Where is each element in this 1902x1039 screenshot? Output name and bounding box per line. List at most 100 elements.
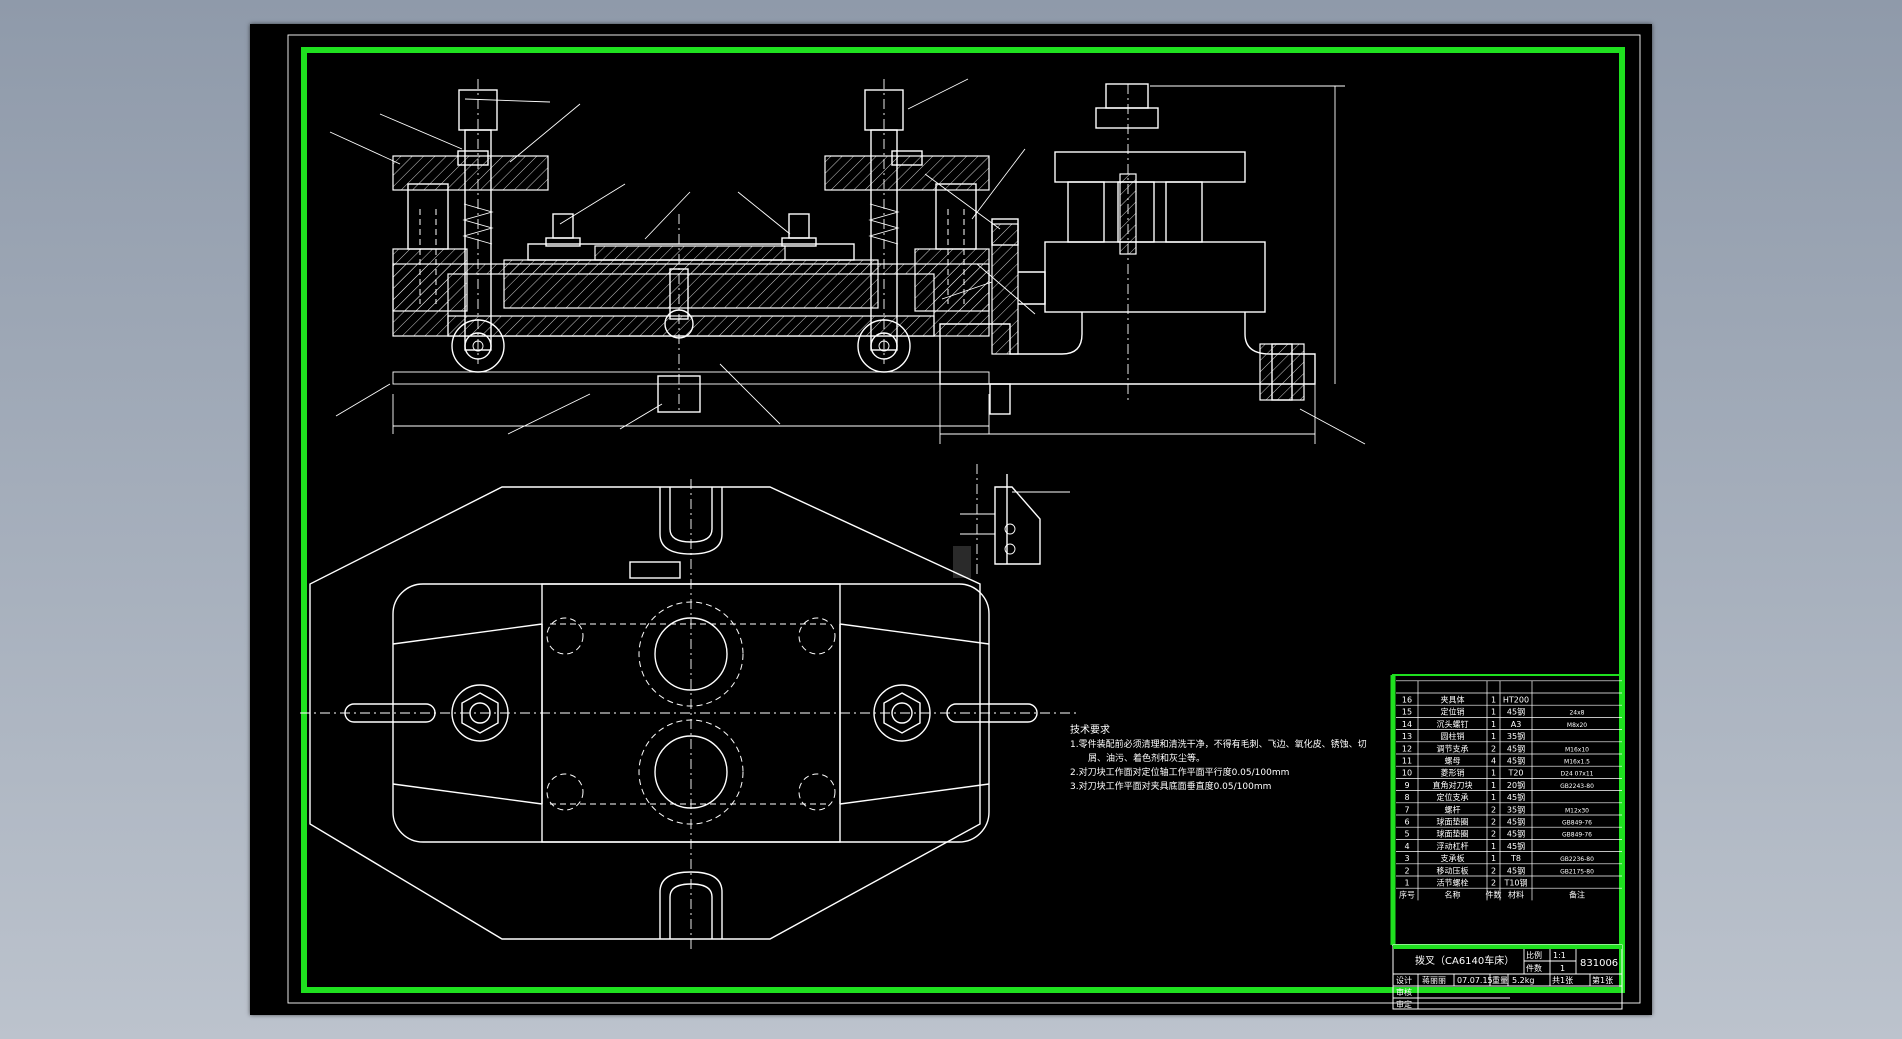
bom-cell-name: 移动压板	[1437, 865, 1469, 875]
sheet-total: 共1张	[1552, 976, 1573, 985]
design-label: 设计	[1396, 975, 1412, 985]
bom-cell-qty: 2	[1491, 866, 1496, 875]
weight-label: 重量	[1492, 975, 1508, 985]
bom-cell-qty: 2	[1491, 805, 1496, 814]
bom-cell-note: M12x30	[1565, 807, 1589, 814]
date: 07.07.15	[1457, 976, 1493, 985]
detail-view	[953, 464, 1070, 578]
approve-label: 审定	[1396, 999, 1412, 1009]
bom-cell-note: GB849-76	[1562, 832, 1592, 839]
bom-cell-name: 圆柱销	[1441, 731, 1465, 741]
bom-cell-name: 菱形销	[1441, 768, 1465, 778]
bom-cell-no: 5	[1404, 830, 1409, 839]
bom-cell-qty: 4	[1491, 757, 1496, 766]
bom-cell-mat: 45钢	[1507, 817, 1525, 827]
sheet-index: 第1张	[1592, 975, 1613, 985]
bom-cell-no: 1	[1404, 879, 1409, 888]
bom-cell-note: D24 07x11	[1561, 771, 1594, 778]
bom-cell-qty: 2	[1491, 818, 1496, 827]
scale-label: 比例	[1526, 950, 1542, 960]
tech-req-line-1: 1.零件装配前必须清理和清洗干净，不得有毛刺、飞边、氧化皮、锈蚀、切	[1070, 738, 1367, 750]
tech-req-title: 技术要求	[1070, 723, 1110, 736]
front-section-view	[329, 78, 1036, 435]
drawing-frame	[301, 47, 1625, 993]
bom-cell-qty: 1	[1491, 732, 1496, 741]
bom-cell-name: 定位销	[1441, 707, 1465, 717]
bom-cell-note: GB849-76	[1562, 820, 1592, 827]
bom-cell-name: 直角对刀块	[1433, 780, 1473, 790]
bom-cell-name: 螺杆	[1445, 804, 1461, 814]
bom-cell-qty: 1	[1491, 696, 1496, 705]
bom-header-no: 序号	[1399, 890, 1415, 900]
title-block: 拨叉（CA6140车床） 比例 1:1 件数 1 831006 设计 蒋丽丽 0…	[1392, 944, 1623, 1010]
bom-cell-no: 15	[1402, 708, 1412, 717]
bom-cell-name: 沉头螺钉	[1437, 719, 1469, 729]
bom-cell-mat: 20钢	[1507, 780, 1525, 790]
tech-req-line-4: 3.对刀块工作平面对夹具底面垂直度0.05/100mm	[1070, 780, 1271, 792]
bom-cell-note: GB2175-80	[1560, 868, 1594, 875]
bom-cell-no: 9	[1404, 781, 1409, 790]
bom-cell-mat: T8	[1510, 854, 1521, 863]
bom-cell-name: 定位支承	[1437, 792, 1469, 802]
bom-header-name: 名称	[1445, 890, 1461, 900]
bom-cell-note: GB2243-80	[1560, 783, 1594, 790]
bom-cell-mat: T10钢	[1503, 878, 1527, 888]
bom-cell-no: 14	[1402, 720, 1412, 729]
bom-cell-name: 球面垫圈	[1437, 817, 1469, 827]
side-view	[924, 83, 1366, 445]
bom-cell-no: 7	[1404, 805, 1409, 814]
top-view	[300, 479, 1080, 949]
scale-value: 1:1	[1553, 951, 1566, 960]
drawing-number: 831006	[1580, 958, 1618, 969]
cad-drawing-sheet[interactable]: 技术要求 1.零件装配前必须清理和清洗干净，不得有毛刺、飞边、氧化皮、锈蚀、切 …	[250, 24, 1652, 1015]
bom-cell-no: 12	[1402, 744, 1412, 753]
bom-cell-no: 11	[1402, 757, 1412, 766]
bom-cell-note: M16x10	[1565, 746, 1589, 753]
bom-cell-mat: 45钢	[1507, 743, 1525, 753]
bom-cell-mat: 45钢	[1507, 792, 1525, 802]
bom-cell-name: 支承板	[1441, 853, 1465, 863]
count-value: 1	[1560, 964, 1565, 973]
bom-cell-no: 10	[1402, 769, 1412, 778]
bom-cell-no: 6	[1404, 818, 1409, 827]
bom-cell-note: M8x20	[1567, 722, 1587, 729]
bom-cell-no: 4	[1404, 842, 1409, 851]
bom-cell-mat: 45钢	[1507, 707, 1525, 717]
bom-cell-mat: 45钢	[1507, 865, 1525, 875]
cad-drawing: 技术要求 1.零件装配前必须清理和清洗干净，不得有毛刺、飞边、氧化皮、锈蚀、切 …	[287, 34, 1641, 1010]
bom-cell-mat: T20	[1507, 769, 1523, 778]
bom-cell-name: 浮动杠杆	[1437, 841, 1469, 851]
bom-cell-qty: 2	[1491, 830, 1496, 839]
bom-cell-qty: 1	[1491, 781, 1496, 790]
bom-cell-mat: 45钢	[1507, 829, 1525, 839]
bom-header-mat: 材料	[1508, 890, 1524, 900]
bom-cell-note: GB2236-80	[1560, 856, 1594, 863]
review-label: 审核	[1396, 987, 1412, 997]
count-label: 件数	[1526, 963, 1542, 973]
bom-cell-no: 8	[1404, 793, 1409, 802]
bom-cell-no: 13	[1402, 732, 1412, 741]
bom-cell-mat: 45钢	[1507, 841, 1525, 851]
bom-cell-mat: 35钢	[1507, 804, 1525, 814]
bom-cell-name: 球面垫圈	[1437, 829, 1469, 839]
bom-cell-mat: 35钢	[1507, 731, 1525, 741]
weight-value: 5.2kg	[1512, 976, 1534, 985]
bom-cell-qty: 1	[1491, 854, 1496, 863]
bom-cell-mat: HT200	[1503, 696, 1529, 705]
bom-header-note: 备注	[1569, 890, 1585, 900]
technical-requirements: 技术要求 1.零件装配前必须清理和清洗干净，不得有毛刺、飞边、氧化皮、锈蚀、切 …	[1070, 723, 1367, 792]
bom-cell-no: 2	[1404, 866, 1409, 875]
bom-cell-qty: 2	[1491, 879, 1496, 888]
bom-cell-name: 调节支承	[1437, 743, 1469, 753]
part-name: 拨叉（CA6140车床）	[1415, 954, 1514, 967]
bom-cell-qty: 1	[1491, 793, 1496, 802]
bom-cell-qty: 1	[1491, 769, 1496, 778]
bom-cell-name: 夹具体	[1441, 695, 1465, 705]
bom-cell-name: 螺母	[1445, 756, 1461, 766]
tech-req-line-2: 屑、油污、着色剂和灰尘等。	[1088, 752, 1205, 764]
bom-cell-no: 16	[1402, 696, 1412, 705]
bom-cell-note: 24x8	[1569, 710, 1584, 717]
bom-cell-qty: 1	[1491, 720, 1496, 729]
bom-cell-mat: 45钢	[1507, 756, 1525, 766]
